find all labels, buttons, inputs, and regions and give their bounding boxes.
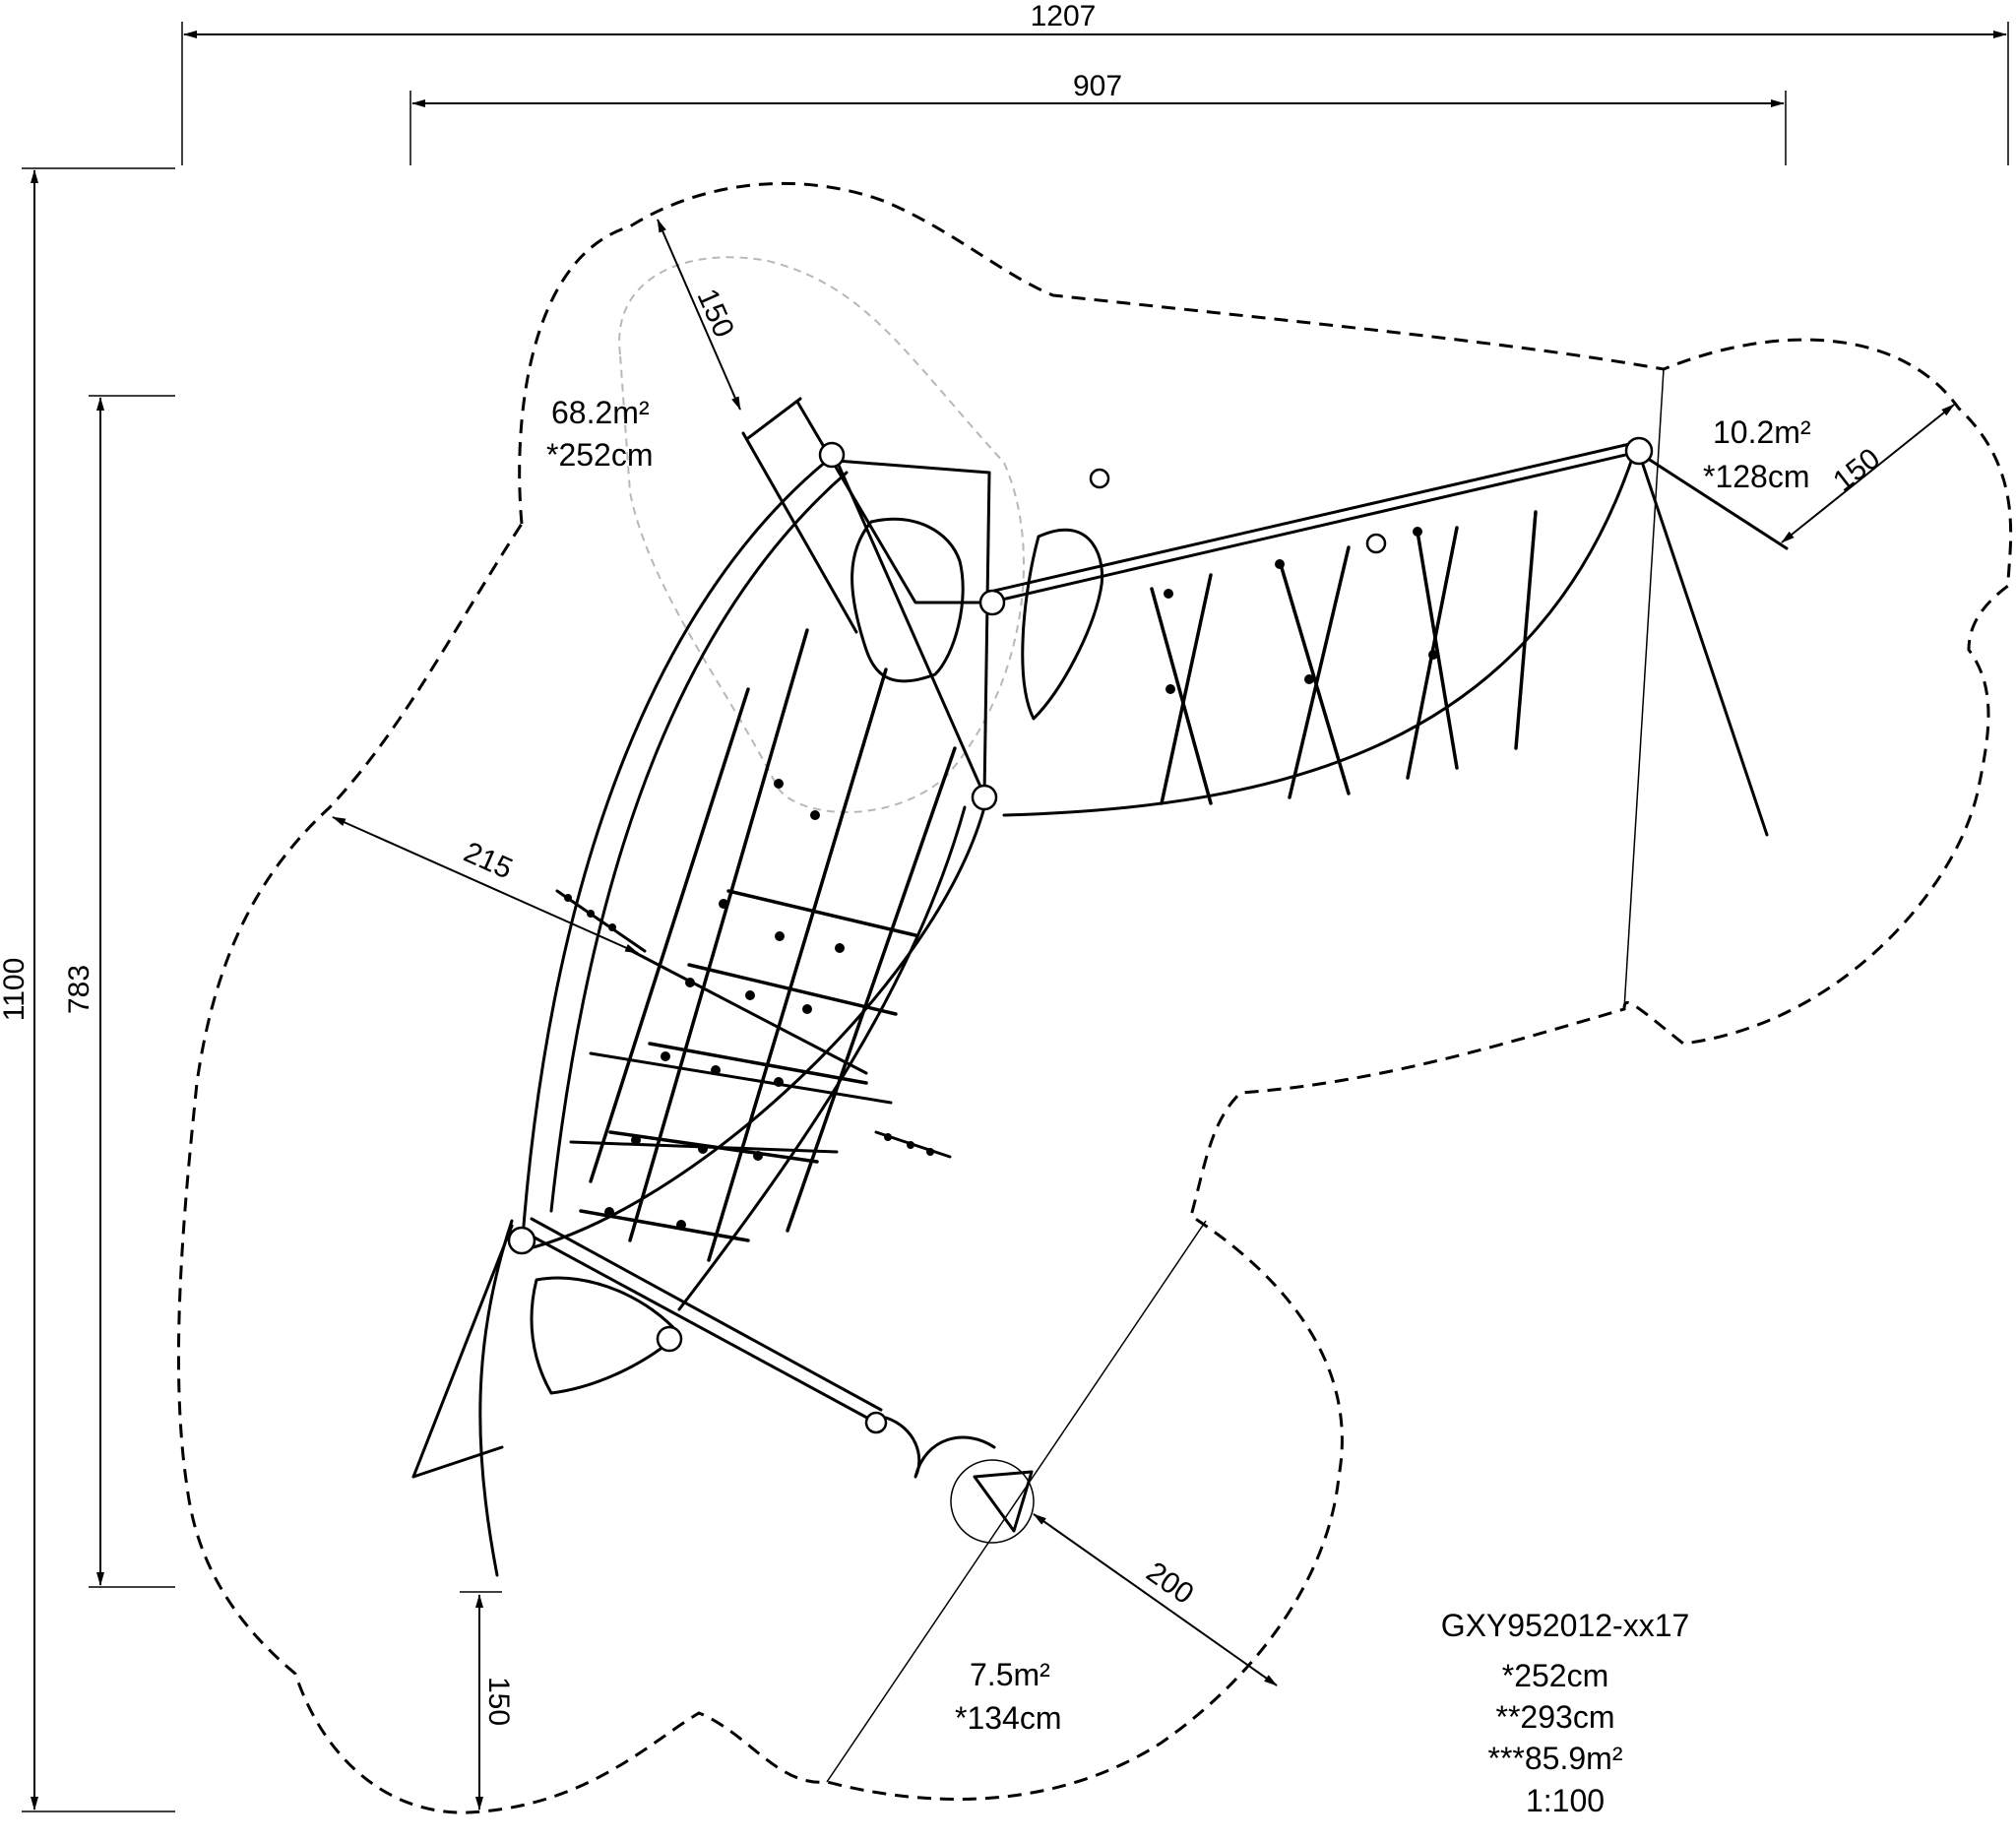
clearance-top: 150 <box>657 219 741 411</box>
safety-zone-boundary <box>176 181 2013 1814</box>
zone-divider-bottom <box>826 1220 1207 1783</box>
climbing-structure <box>411 397 1789 1577</box>
clearance-left: 215 <box>332 816 639 954</box>
zone-bottom-height: *134cm <box>955 1700 1062 1736</box>
dimension-inner-height: 783 <box>63 395 175 1588</box>
dimension-overall-height: 1100 <box>0 167 175 1812</box>
clearance-top-label: 150 <box>690 285 740 343</box>
dim-inner-width-label: 907 <box>1073 70 1122 102</box>
clearance-bottom-left: 150 <box>460 1591 515 1810</box>
dim-overall-height-label: 1100 <box>0 958 31 1022</box>
clearance-lower-right-label: 200 <box>1140 1556 1199 1611</box>
zone-right-label: 10.2m² *128cm <box>1703 414 1811 494</box>
product-total-area: ***85.9m² <box>1488 1741 1623 1776</box>
clearance-lower-right: 200 <box>1033 1513 1278 1686</box>
zone-main-height: *252cm <box>546 437 654 473</box>
product-code: GXY952012-xx17 <box>1441 1608 1690 1643</box>
zone-main-label: 68.2m² *252cm <box>546 395 654 473</box>
zone-right-height: *128cm <box>1703 459 1810 494</box>
zone-main-area: 68.2m² <box>551 395 650 430</box>
clearance-bottom-left-label: 150 <box>482 1677 515 1726</box>
clearance-right-label: 150 <box>1827 442 1886 498</box>
product-info: GXY952012-xx17 *252cm **293cm ***85.9m² … <box>1441 1608 1690 1818</box>
fall-zone-hatched <box>618 256 1025 813</box>
zone-bottom-label: 7.5m² *134cm <box>955 1657 1062 1736</box>
product-scale: 1:100 <box>1526 1783 1605 1818</box>
dim-inner-height-label: 783 <box>63 965 95 1014</box>
product-max-height: **293cm <box>1496 1699 1615 1735</box>
dim-overall-width-label: 1207 <box>1031 0 1097 32</box>
zone-right-area: 10.2m² <box>1713 414 1811 450</box>
product-height: *252cm <box>1502 1658 1609 1693</box>
zone-divider-right <box>1623 368 1665 1010</box>
dimension-overall-width: 1207 <box>181 0 2009 165</box>
zone-bottom-area: 7.5m² <box>970 1657 1050 1692</box>
dimension-inner-width: 907 <box>410 70 1787 165</box>
